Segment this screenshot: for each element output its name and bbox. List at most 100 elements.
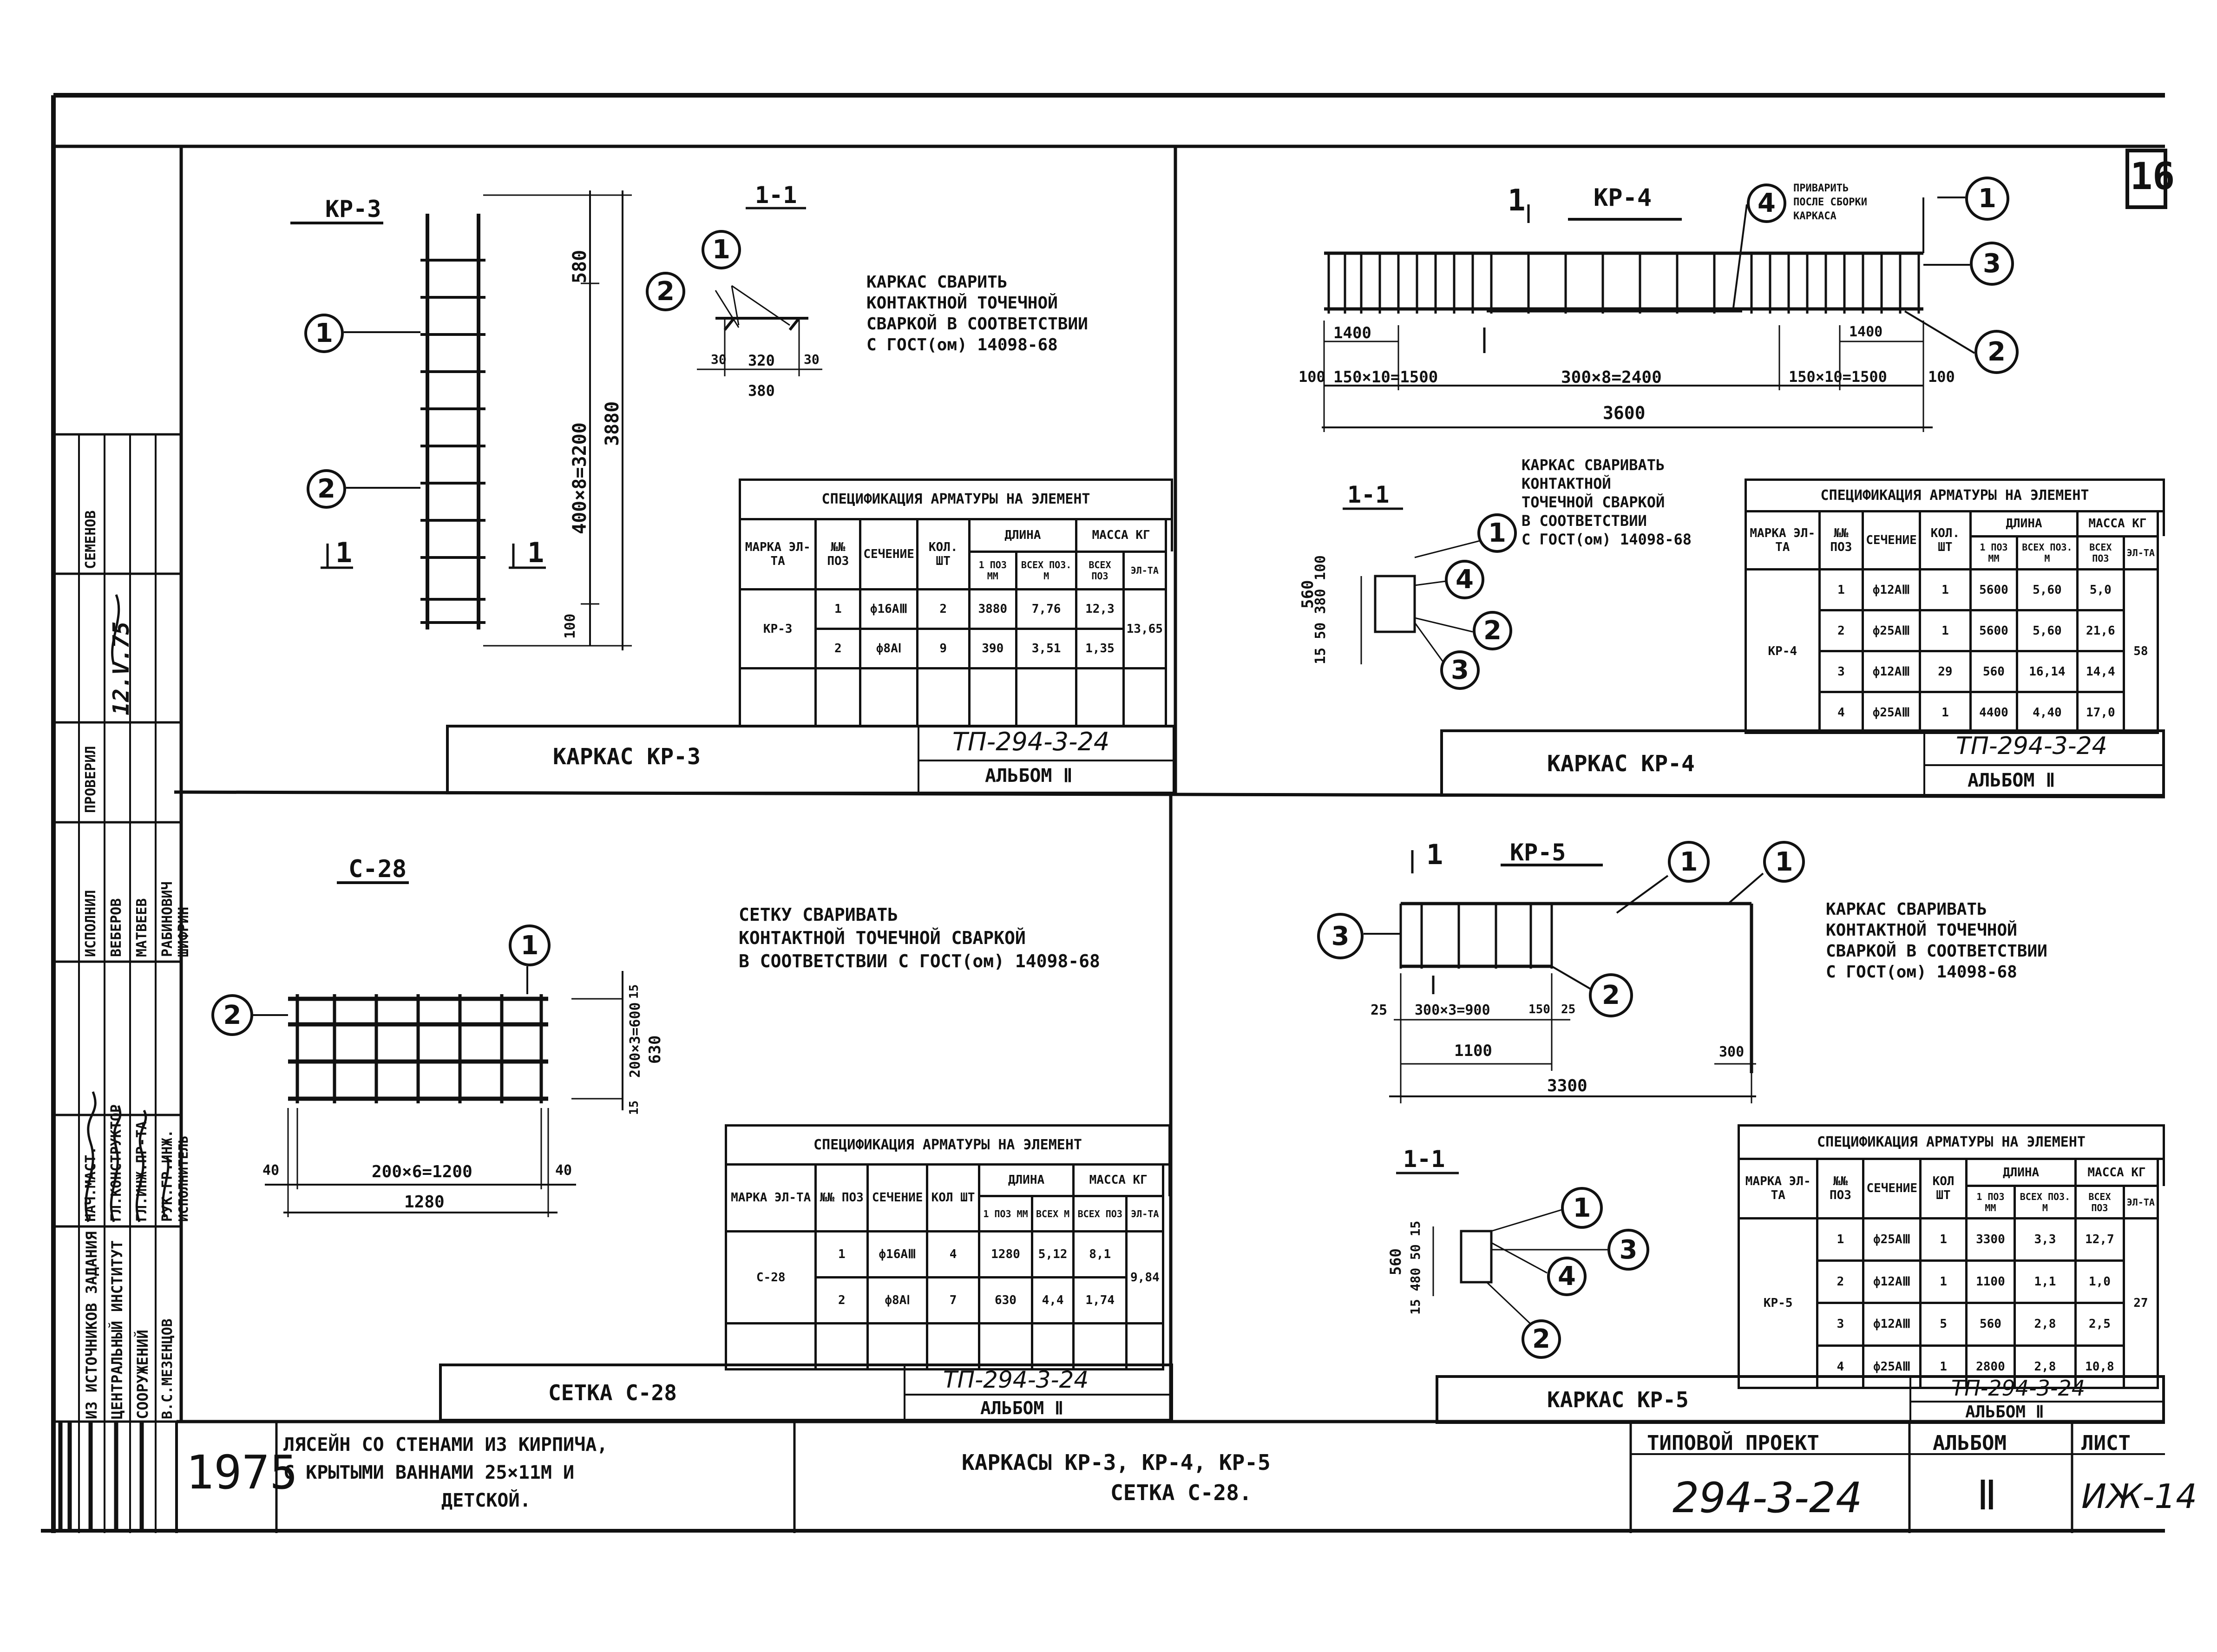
spec-header-mass-el: ЭЛ-ТА [1122, 550, 1167, 591]
sheet-label: ЛИСТ [2081, 1431, 2131, 1455]
title-drawing-line: КАРКАСЫ КР-3, КР-4, КР-5 [962, 1450, 1271, 1475]
kr5-sec-callout-1: 1 [1561, 1187, 1603, 1229]
spec-header-len-pos: 1 ПОЗ ММ [977, 1195, 1034, 1233]
spec-header-qty: КОЛ. ШТ [1918, 510, 1972, 571]
kr4-title: КР-4 [1594, 184, 1652, 212]
title-year: 1975 [186, 1445, 298, 1500]
kr5-spec-mark: КР-5 [1737, 1217, 1819, 1390]
kr5-sec-callout-4: 4 [1547, 1257, 1587, 1296]
spec-cell: 560 [1969, 650, 2018, 694]
kr3-spec-title: СПЕЦИФИКАЦИЯ АРМАТУРЫ НА ЭЛЕМЕНТ [739, 479, 1173, 520]
kr4-weld-note-line: ПОСЛЕ СБОРКИ [1793, 197, 1867, 208]
kr4-note-line: КОНТАКТНОЙ [1522, 475, 1611, 492]
kr5-dim-height: 300 [1719, 1044, 1745, 1060]
kr5-callout-2: 2 [1589, 973, 1633, 1017]
kr4-callout-3: 3 [1970, 242, 2014, 286]
spec-cell: 3300 [1965, 1217, 2016, 1262]
kr5-stamp-album: АЛЬБОМ Ⅱ [1965, 1403, 2044, 1422]
spec-header-section: СЕЧЕНИЕ [859, 518, 918, 591]
kr4-section-title: 1-1 [1347, 481, 1390, 508]
spec-header-len-all: ВСЕХ М [1031, 1195, 1075, 1233]
spec-cell: 1 [1918, 691, 1972, 734]
kr5-callout-3: 3 [1317, 913, 1364, 959]
kr4-dim-seg3: 150×10=1500 [1789, 368, 1887, 386]
spec-cell: 1 [1816, 1217, 1865, 1262]
spec-cell: ф12АⅢ [1862, 568, 1921, 612]
kr3-stamp-album: АЛЬБОМ Ⅱ [985, 765, 1073, 787]
kr4-sec-callout-2: 2 [1473, 611, 1512, 650]
spec-cell: 17,0 [2076, 691, 2125, 734]
kr3-section-dim-left: 30 [711, 352, 727, 367]
spec-header-mass-el: ЭЛ-ТА [1125, 1195, 1165, 1233]
spec-header-mass: МАССА КГ [2076, 510, 2159, 538]
spec-cell: ф8АⅠ [866, 1276, 929, 1325]
spec-cell: ф16АⅢ [866, 1230, 929, 1279]
spec-cell: 8,1 [1072, 1230, 1128, 1279]
s28-dim-right: 40 [555, 1162, 572, 1179]
spec-header-len-pos: 1 ПОЗ ММ [968, 550, 1018, 591]
kr5-section-title: 1-1 [1403, 1146, 1445, 1173]
kr4-spec-table: СПЕЦИФИКАЦИЯ АРМАТУРЫ НА ЭЛЕМЕНТ МАРКА Э… [1745, 479, 2165, 734]
spec-header-len-all: ВСЕХ ПОЗ. М [2015, 535, 2079, 571]
spec-cell: 1 [814, 1230, 869, 1279]
kr5-spec-table: СПЕЦИФИКАЦИЯ АРМАТУРЫ НА ЭЛЕМЕНТ МАРКА Э… [1737, 1124, 2165, 1390]
kr4-dim-seg2: 300×8=2400 [1561, 368, 1662, 387]
project-label: ТИПОВОЙ ПРОЕКТ [1647, 1431, 1819, 1455]
spec-cell: 390 [968, 628, 1018, 670]
kr4-dim-d1: 1400 [1333, 324, 1371, 342]
kr4-sec-callout-3: 3 [1440, 650, 1480, 690]
kr3-section-callout-1: 1 [702, 230, 741, 269]
spec-header-len-pos: 1 ПОЗ ММ [1969, 535, 2018, 571]
kr3-section-dim-total: 380 [748, 382, 775, 400]
project-number: 294-3-24 [1673, 1474, 1863, 1522]
kr4-callout-4: 4 [1747, 184, 1786, 223]
spec-cell: 29 [1918, 650, 1972, 694]
spec-cell: ф12АⅢ [1862, 1302, 1922, 1347]
kr4-sec-callout-1: 1 [1477, 513, 1517, 553]
spec-header-section: СЕЧЕНИЕ [1862, 1157, 1922, 1219]
spec-cell: 5,0 [2076, 568, 2125, 612]
spec-header-mark: МАРКА ЭЛ-ТА [1737, 1157, 1819, 1219]
kr5-dim-span: 300×3=900 [1415, 1002, 1490, 1018]
s28-note-line: СЕТКУ СВАРИВАТЬ [739, 905, 899, 925]
spec-cell: 9 [916, 628, 971, 670]
spec-header-length: ДЛИНА [977, 1163, 1075, 1198]
spec-cell: 1 [1919, 1217, 1968, 1262]
spec-cell: 5,60 [2015, 568, 2079, 612]
title-object-line: ДЕТСКОЙ. [441, 1490, 531, 1511]
spec-header-pos: №№ ПОЗ [1816, 1157, 1865, 1219]
kr4-dim-end-r: 100 [1928, 368, 1955, 386]
spec-cell: 14,4 [2076, 650, 2125, 694]
kr5-stamp-name: КАРКАС КР-5 [1547, 1387, 1689, 1412]
spec-cell: 5,60 [2015, 609, 2079, 653]
spec-cell: 1,74 [1072, 1276, 1128, 1325]
kr4-stamp [1440, 729, 2165, 797]
spec-cell: ф12АⅢ [1862, 1259, 1922, 1305]
kr3-callout-2: 2 [307, 469, 346, 509]
spec-cell: 1100 [1965, 1259, 2016, 1305]
spec-cell: 3,51 [1015, 628, 1078, 670]
kr5-note-line: С ГОСТ(ом) 14098-68 [1826, 963, 2017, 982]
spec-header-length: ДЛИНА [1965, 1157, 2077, 1187]
kr4-note-line: КАРКАС СВАРИВАТЬ [1522, 456, 1665, 474]
kr4-dim-end-l: 100 [1299, 368, 1325, 386]
spec-cell: 5600 [1969, 609, 2018, 653]
kr5-dim-total: 3300 [1547, 1076, 1587, 1095]
kr3-section-title: 1-1 [755, 182, 797, 209]
kr5-title: КР-5 [1510, 839, 1566, 866]
sheet-number: 16 [2130, 155, 2175, 198]
kr4-spec-title: СПЕЦИФИКАЦИЯ АРМАТУРЫ НА ЭЛЕМЕНТ [1745, 479, 2165, 512]
s28-stamp-divider [904, 1364, 905, 1422]
spec-cell: 2 [814, 628, 862, 670]
spec-cell: 16,14 [2015, 650, 2079, 694]
spec-cell: 560 [1965, 1302, 2016, 1347]
spec-header-qty: КОЛ. ШТ [916, 518, 971, 591]
spec-cell: 1 [814, 588, 862, 630]
kr4-dim-seg1: 150×10=1500 [1333, 368, 1438, 387]
spec-header-pos: №№ ПОЗ [814, 1163, 869, 1233]
spec-cell: ф25АⅢ [1862, 1344, 1922, 1390]
kr4-dim-total: 3600 [1603, 403, 1646, 423]
kr4-note-line: С ГОСТ(ом) 14098-68 [1522, 531, 1692, 548]
